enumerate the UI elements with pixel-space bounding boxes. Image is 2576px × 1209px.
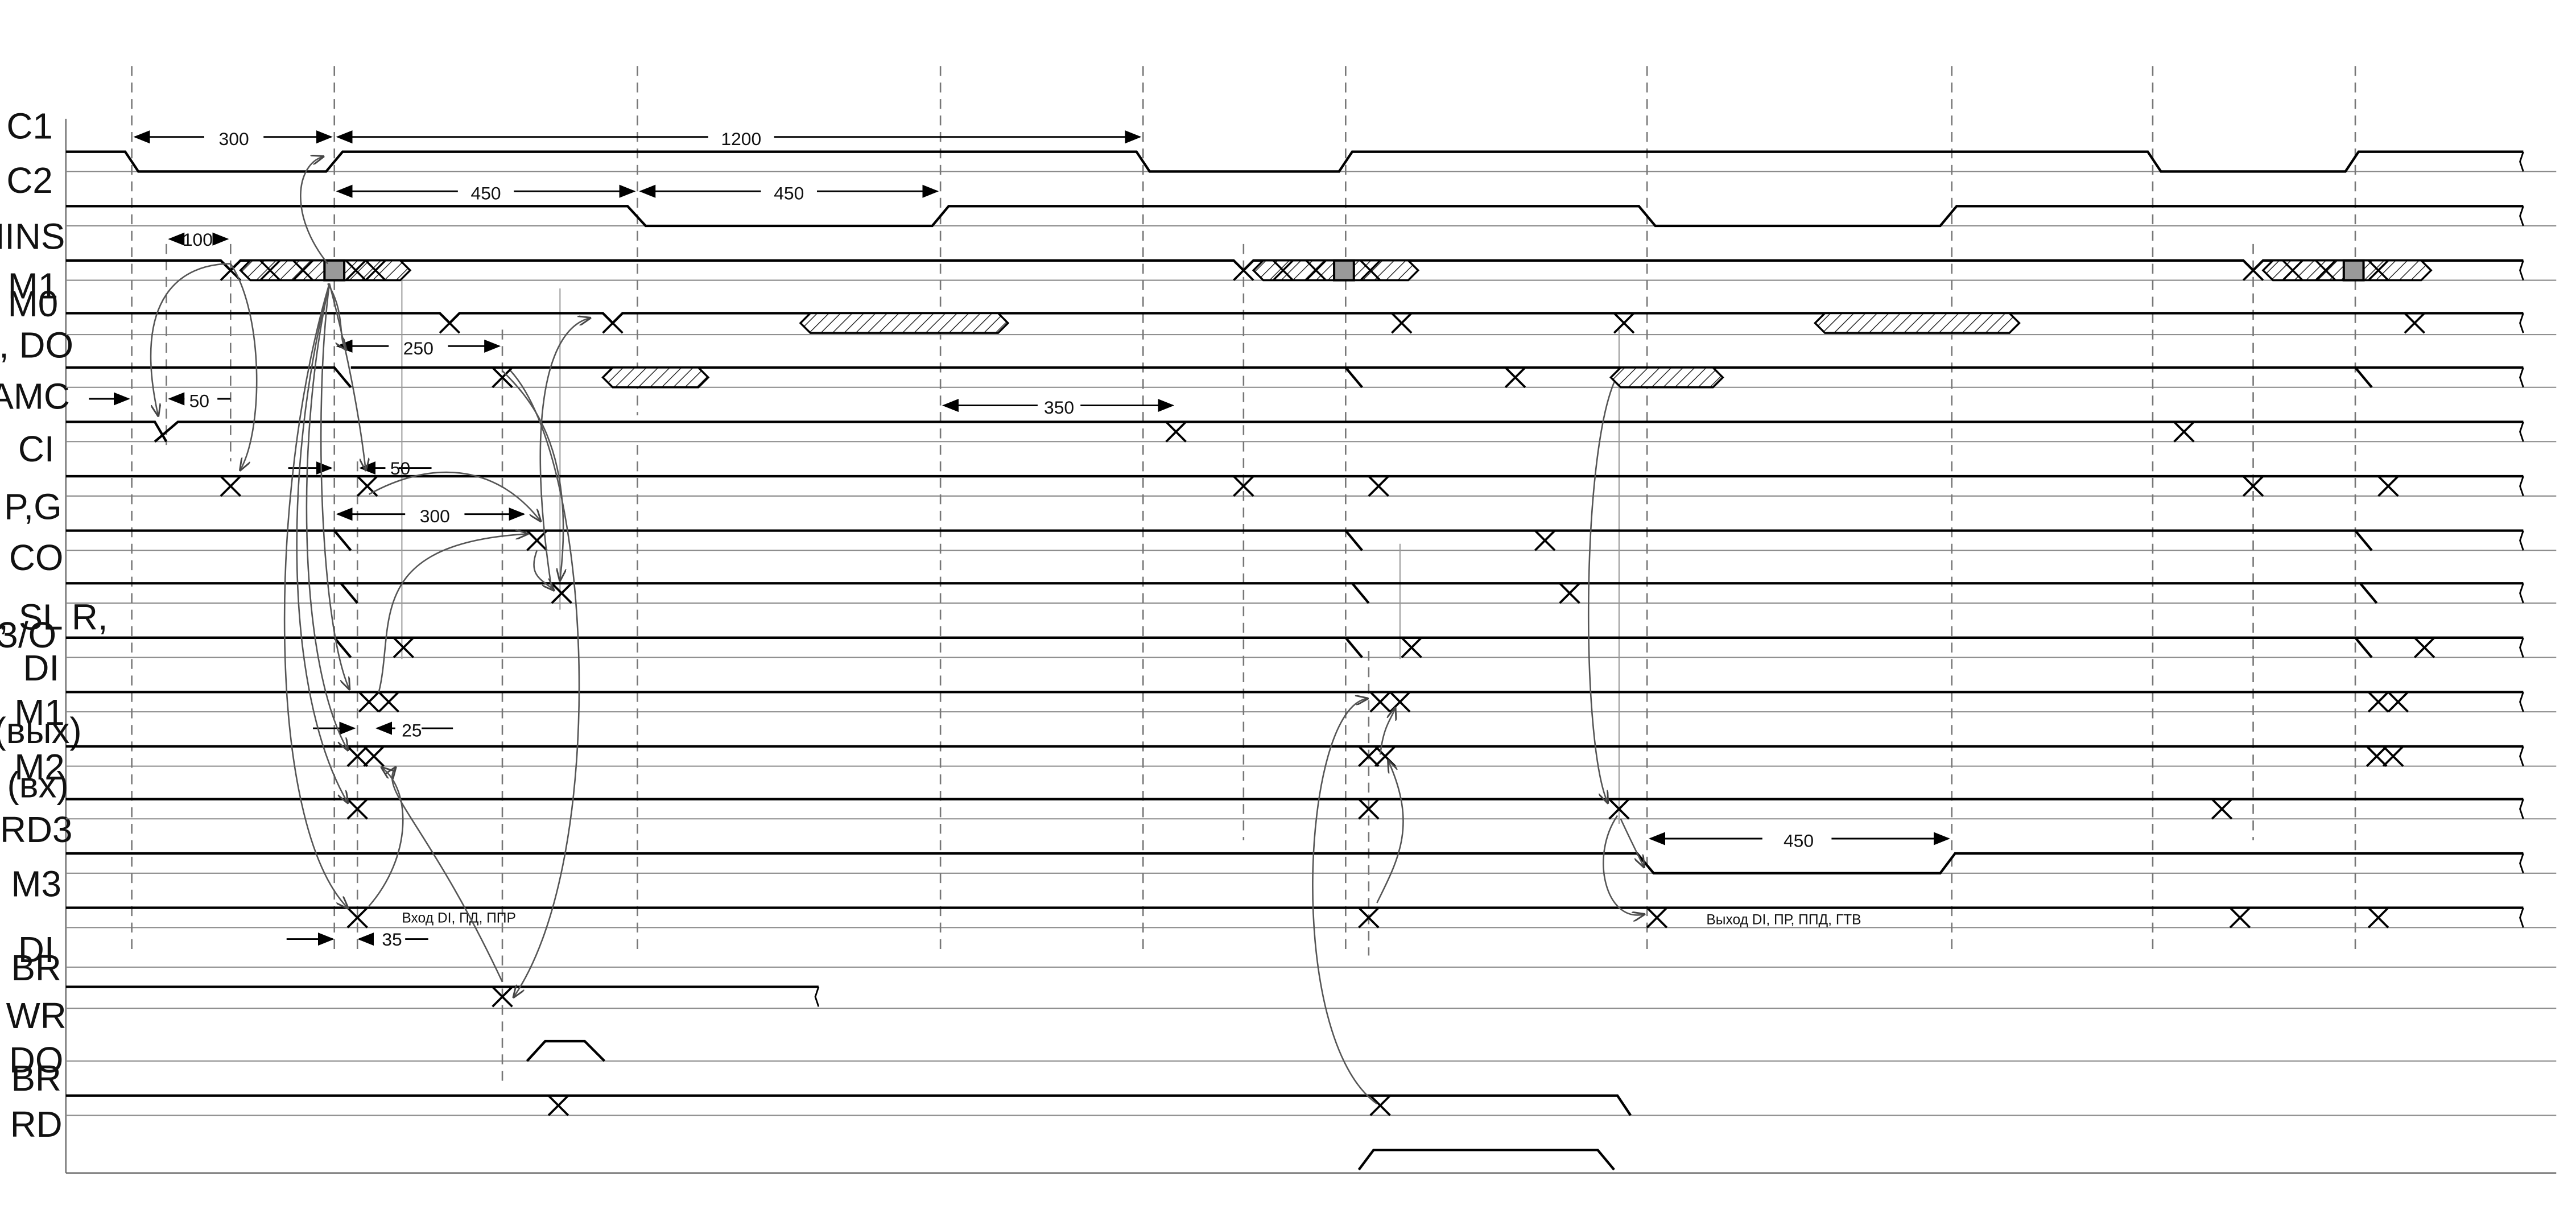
label-co: CO	[9, 538, 64, 578]
label-do-br: DO	[9, 1040, 64, 1080]
dim-100: 100	[183, 229, 213, 250]
label-m1: M1	[8, 266, 58, 306]
dim-250: 250	[403, 338, 434, 358]
dim-25: 25	[402, 720, 422, 741]
label-rd3: RD3	[0, 810, 72, 850]
causal-arrows	[150, 156, 1644, 1105]
dim-50-b: 50	[390, 458, 410, 478]
dim-450-b: 450	[774, 183, 804, 204]
time-markers	[131, 66, 2356, 1088]
label-rd: RD	[10, 1104, 63, 1145]
label-m2in: M2	[14, 747, 64, 787]
label-zo: З/О	[0, 615, 56, 655]
label-wr: WR	[6, 996, 67, 1036]
label-ci: CI	[18, 429, 55, 469]
label-di: DI	[23, 648, 60, 688]
dim-450-c: 450	[1784, 830, 1814, 851]
label-m2in-sub: (вх)	[7, 765, 69, 806]
label-m3: M3	[11, 864, 61, 904]
label-m0: M0	[8, 284, 58, 324]
label-m1out-sub: (вых)	[0, 711, 82, 751]
note-input: Вход DI, ПД, ППР	[402, 911, 516, 926]
dim-35: 35	[382, 929, 402, 950]
label-d-do: D, DO	[0, 325, 73, 366]
label-di-br-sub: BR	[11, 948, 61, 988]
baselines	[65, 171, 2557, 1116]
dim-300-a: 300	[219, 129, 249, 149]
label-c1: C1	[6, 106, 52, 147]
note-output: Выход DI, ПР, ППД, ГТВ	[1706, 913, 1861, 928]
label-mins: MINS	[0, 217, 65, 257]
label-pg: P,G	[4, 486, 62, 527]
waveforms	[65, 150, 2524, 1171]
label-m1out: M1	[14, 692, 64, 733]
dim-450-a: 450	[471, 183, 501, 204]
dim-50-a: 50	[189, 390, 209, 411]
dim-300-b: 300	[420, 506, 450, 526]
label-da-sl: DA, SL R,	[0, 597, 108, 637]
dimension-labels: 300 1200 450 450 100 250 50 350 50 300 2…	[183, 129, 1814, 950]
mins-markers	[323, 259, 2365, 282]
dimension-lines	[89, 130, 1950, 946]
label-di-br: DI	[18, 930, 55, 970]
label-do-br-sub: BR	[11, 1058, 61, 1099]
label-amc: AMC	[0, 376, 70, 416]
signal-labels: C1 C2 MINS M1 M0 D, DO AMC CI P,G CO DA,…	[0, 106, 108, 1145]
bus-crossings	[259, 259, 2389, 281]
label-c2: C2	[6, 160, 52, 201]
thin-markers	[401, 280, 1620, 824]
dim-1200: 1200	[721, 129, 761, 149]
dim-350: 350	[1044, 397, 1074, 418]
